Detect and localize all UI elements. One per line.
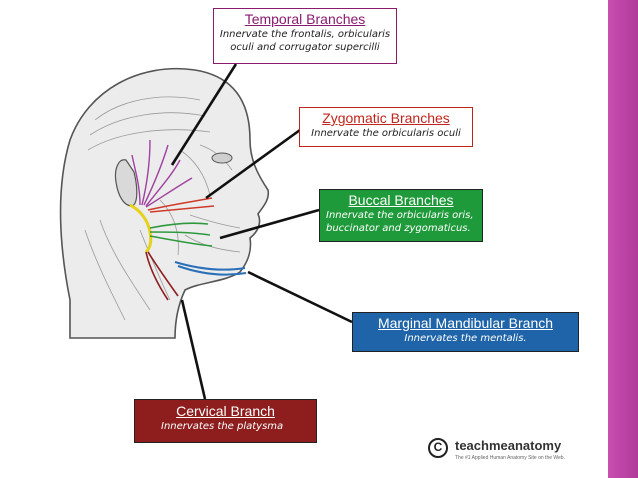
buccal-nerve-branches — [149, 222, 213, 247]
marginal-nerve-branches — [174, 261, 247, 276]
pointer-buccal — [219, 208, 320, 240]
buccal-label-box: Buccal Branches Innervate the orbiculari… — [319, 189, 483, 242]
marginal-title: Marginal Mandibular Branch — [377, 315, 554, 331]
temporal-desc-line2: oculi and corrugator supercilli — [230, 42, 380, 53]
facial-nerve-illustration — [59, 63, 353, 400]
pointer-zygomatic — [205, 128, 301, 200]
zygomatic-title: Zygomatic Branches — [322, 110, 450, 126]
temporal-label-box: Temporal Branches Innervate the frontali… — [213, 8, 397, 64]
ear-outline — [114, 159, 138, 207]
cervical-label-box: Cervical Branch Innervates the platysma — [134, 399, 317, 443]
brand-footer: C teachmeanatomy The #1 Applied Human An… — [428, 436, 598, 466]
buccal-desc-line1: Innervate the orbicularis oris, — [326, 210, 474, 221]
buccal-title: Buccal Branches — [348, 192, 454, 208]
temporal-desc-line1: Innervate the frontalis, orbicularis — [219, 29, 391, 40]
side-accent-stripe — [608, 0, 638, 478]
brand-tagline: The #1 Applied Human Anatomy Site on the… — [455, 455, 565, 461]
cervical-title: Cervical Branch — [176, 403, 275, 419]
temporal-nerve-branches — [131, 139, 193, 208]
brand-name: teachmeanatomy — [455, 438, 562, 453]
zygomatic-desc-line1: Innervate the orbicularis oculi — [311, 128, 461, 139]
marginal-desc-line1: Innervates the mentalis. — [404, 333, 527, 344]
pointer-lines — [170, 63, 353, 400]
zygomatic-nerve-branches — [147, 197, 215, 213]
zygomatic-label-box: Zygomatic Branches Innervate the orbicul… — [299, 107, 473, 147]
temporal-title: Temporal Branches — [244, 11, 366, 27]
copyright-logo-icon: C — [428, 438, 448, 458]
head-outline — [59, 67, 270, 339]
buccal-desc-line2: buccinator and zygomaticus. — [326, 223, 471, 234]
eye — [211, 152, 233, 164]
cervical-nerve-branches — [145, 251, 179, 301]
muscle-texture — [84, 96, 241, 321]
marginal-label-box: Marginal Mandibular Branch Innervates th… — [352, 312, 579, 352]
pointer-temporal — [170, 63, 238, 166]
pointer-cervical — [180, 299, 207, 400]
cervical-desc-line1: Innervates the platysma — [161, 421, 284, 432]
pointer-marginal — [247, 270, 353, 324]
